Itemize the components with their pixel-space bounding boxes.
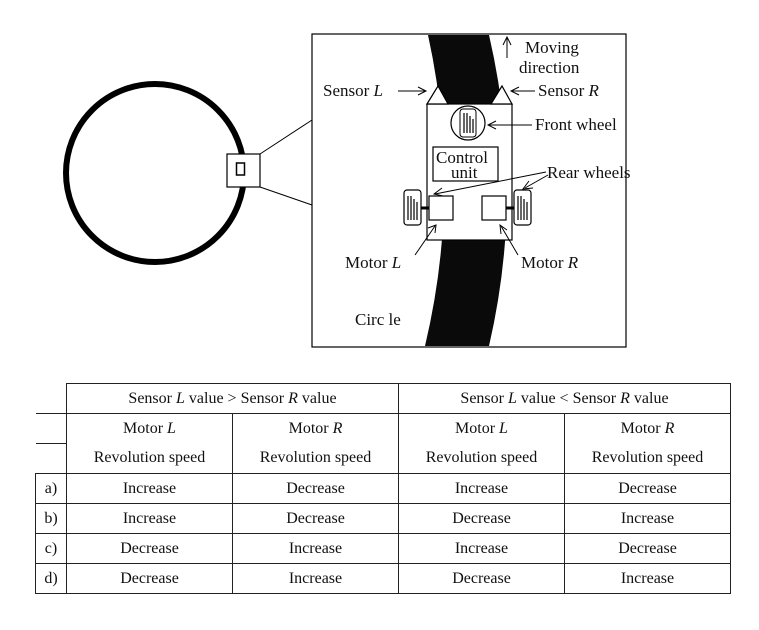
corner-cell bbox=[35, 443, 67, 474]
table-cell: Increase bbox=[66, 473, 233, 504]
sensor-r-shape bbox=[489, 84, 514, 105]
g1-l: L bbox=[175, 389, 185, 407]
g2-r: R bbox=[620, 389, 630, 407]
control-unit-box bbox=[432, 146, 499, 182]
motor-word: Motor bbox=[455, 419, 496, 437]
rear-wheel-right-tread bbox=[517, 196, 528, 220]
motor-l-header: Motor L bbox=[398, 413, 565, 444]
revolution-speed-header: Revolution speed bbox=[66, 443, 233, 474]
motor-r-letter: R bbox=[567, 253, 579, 272]
table-cell: Increase bbox=[232, 533, 399, 564]
control-unit-label-2: unit bbox=[451, 163, 478, 182]
table-cell: Increase bbox=[66, 503, 233, 534]
zoom-line-top bbox=[259, 119, 313, 155]
header-row-groups: Sensor L value > Sensor R value Sensor L… bbox=[35, 383, 731, 414]
table-cell: Decrease bbox=[232, 473, 399, 504]
table-cell: Decrease bbox=[398, 563, 565, 594]
moving-direction-label-2: direction bbox=[519, 58, 580, 77]
motor-letter: R bbox=[332, 419, 343, 437]
motor-word: Motor bbox=[288, 419, 329, 437]
motor-l-label: Motor L bbox=[345, 253, 401, 272]
table-row: b) Increase Decrease Decrease Increase bbox=[35, 503, 731, 534]
table-cell: Decrease bbox=[398, 503, 565, 534]
sensor-r-letter: R bbox=[588, 81, 600, 100]
g2-pre: Sensor bbox=[460, 389, 508, 407]
group-header-l-gt-r: Sensor L value > Sensor R value bbox=[66, 383, 399, 414]
group-header-l-lt-r: Sensor L value < Sensor R value bbox=[398, 383, 731, 414]
callout-lines bbox=[398, 35, 549, 256]
car-small-icon bbox=[235, 162, 246, 176]
answer-table: Sensor L value > Sensor R value Sensor L… bbox=[35, 383, 731, 594]
corner-cell bbox=[35, 383, 67, 414]
motor-l-header: Motor L bbox=[66, 413, 233, 444]
circle-label: Circ le bbox=[355, 310, 401, 329]
motor-letter: R bbox=[664, 419, 675, 437]
g1-mid: value > Sensor bbox=[184, 389, 289, 407]
g2-post: value bbox=[629, 389, 669, 407]
corner-cell bbox=[35, 413, 67, 444]
rear-wheel-left bbox=[403, 189, 422, 226]
motor-letter: L bbox=[499, 419, 508, 437]
table-cell: Decrease bbox=[66, 533, 233, 564]
motor-l-box bbox=[428, 195, 454, 221]
motor-r-header: Motor R bbox=[564, 413, 731, 444]
motor-l-letter: L bbox=[391, 253, 401, 272]
row-label: d) bbox=[35, 563, 67, 594]
motor-r-label: Motor R bbox=[521, 253, 579, 272]
circle-track bbox=[63, 81, 247, 265]
motor-word: Motor bbox=[123, 419, 164, 437]
g1-pre: Sensor bbox=[128, 389, 176, 407]
table-cell: Decrease bbox=[232, 503, 399, 534]
sensor-l-label: Sensor L bbox=[323, 81, 383, 100]
table-cell: Increase bbox=[564, 503, 731, 534]
revolution-speed-header: Revolution speed bbox=[232, 443, 399, 474]
zoom-line-bottom bbox=[259, 186, 313, 206]
rear-wheel-left-tread bbox=[407, 196, 418, 220]
table-row: d) Decrease Increase Decrease Increase bbox=[35, 563, 731, 594]
sensor-r-word: Sensor bbox=[538, 81, 585, 100]
sensor-r-label: Sensor R bbox=[538, 81, 600, 100]
row-label: c) bbox=[35, 533, 67, 564]
motor-letter: L bbox=[167, 419, 176, 437]
sensor-l-shape bbox=[425, 84, 450, 105]
motor-word: Motor bbox=[620, 419, 661, 437]
header-row-speed: Revolution speed Revolution speed Revolu… bbox=[35, 443, 731, 474]
motor-r-box bbox=[481, 195, 507, 221]
table-cell: Decrease bbox=[564, 533, 731, 564]
table-cell: Increase bbox=[398, 533, 565, 564]
row-label: b) bbox=[35, 503, 67, 534]
g1-post: value bbox=[297, 389, 337, 407]
motor-r-word: Motor bbox=[521, 253, 564, 272]
table-cell: Increase bbox=[564, 563, 731, 594]
g2-mid: value < Sensor bbox=[516, 389, 621, 407]
table-cell: Increase bbox=[398, 473, 565, 504]
g2-l: L bbox=[507, 389, 517, 407]
front-wheel-label: Front wheel bbox=[535, 115, 617, 134]
table-row: c) Decrease Increase Increase Decrease bbox=[35, 533, 731, 564]
moving-direction-label-1: Moving bbox=[525, 38, 579, 57]
table-cell: Increase bbox=[232, 563, 399, 594]
table-cell: Decrease bbox=[564, 473, 731, 504]
rear-wheels-label: Rear wheels bbox=[547, 163, 631, 182]
revolution-speed-header: Revolution speed bbox=[564, 443, 731, 474]
rear-wheel-right bbox=[513, 189, 532, 226]
control-unit-label-1: Control bbox=[436, 148, 488, 167]
revolution-speed-header: Revolution speed bbox=[398, 443, 565, 474]
sensor-l-letter: L bbox=[373, 81, 383, 100]
header-row-motors: Motor L Motor R Motor L Motor R bbox=[35, 413, 731, 444]
motor-l-word: Motor bbox=[345, 253, 388, 272]
table-row: a) Increase Decrease Increase Decrease bbox=[35, 473, 731, 504]
row-label: a) bbox=[35, 473, 67, 504]
g1-r: R bbox=[288, 389, 298, 407]
front-wheel-tread bbox=[463, 113, 474, 133]
table-cell: Decrease bbox=[66, 563, 233, 594]
motor-r-header: Motor R bbox=[232, 413, 399, 444]
robot-diagram: Moving direction Sensor L Sensor R Front… bbox=[63, 33, 631, 348]
sensor-l-word: Sensor bbox=[323, 81, 370, 100]
